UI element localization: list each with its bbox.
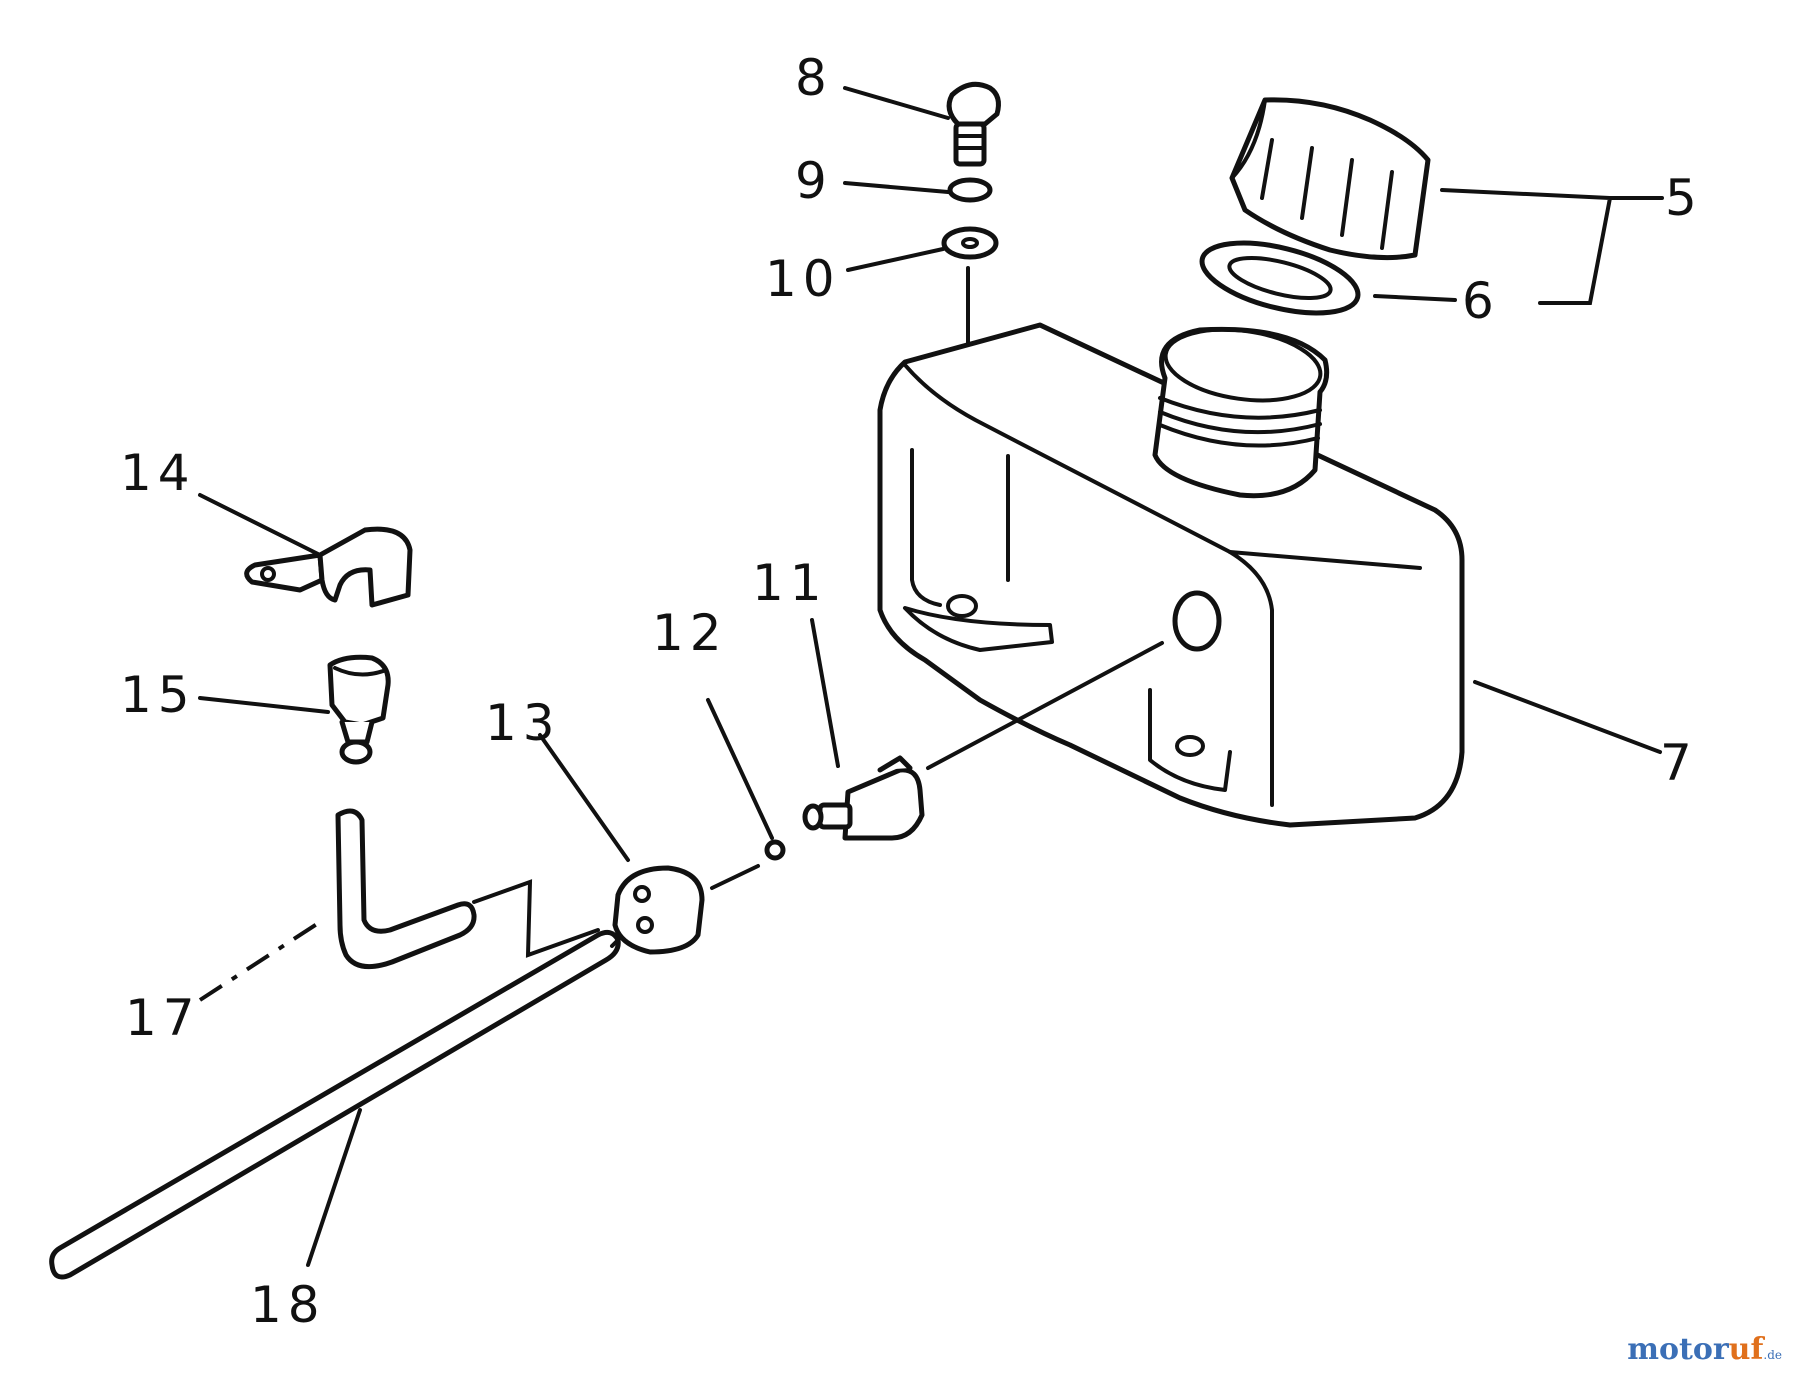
- callout-12: 12: [652, 604, 728, 662]
- leader-12: [706, 698, 774, 840]
- callout-15: 15: [120, 666, 196, 724]
- callout-6: 6: [1462, 272, 1500, 330]
- callout-7: 7: [1660, 734, 1698, 792]
- callout-5: 5: [1665, 169, 1703, 227]
- watermark-suffix: .de: [1763, 1348, 1782, 1362]
- callout-9: 9: [795, 152, 833, 210]
- callout-8: 8: [795, 49, 833, 107]
- callout-10: 10: [765, 250, 841, 308]
- part-15-fuel-filter: [327, 654, 391, 765]
- leader-14: [198, 493, 322, 557]
- leader-8: [843, 86, 950, 120]
- callout-13: 13: [485, 694, 561, 752]
- assembly-line-grommet: [710, 864, 760, 890]
- leader-18: [306, 1108, 362, 1267]
- leader-17: [198, 920, 322, 1002]
- part-8-screw: [946, 81, 1001, 167]
- part-5-cap: [1229, 97, 1431, 261]
- part-9-washer: [947, 177, 993, 203]
- leader-7: [1473, 680, 1662, 754]
- assembly-line-hose: [610, 938, 620, 948]
- leader-13: [538, 733, 630, 862]
- part-12-ball: [764, 839, 786, 861]
- part-6-gasket: [1199, 240, 1361, 316]
- leader-6: [1373, 294, 1457, 302]
- leader-10: [846, 247, 945, 272]
- part-13-grommet: [612, 865, 705, 955]
- leader-11: [810, 618, 840, 768]
- watermark-part-1: motor: [1627, 1332, 1729, 1367]
- part-14-clip: [244, 526, 413, 608]
- callout-18: 18: [250, 1276, 326, 1334]
- part-7-fuel-tank: [877, 322, 1465, 828]
- part-11-fuel-fitting: [802, 755, 925, 841]
- assembly-line-fitting: [926, 641, 1164, 770]
- part-10-washer: [941, 226, 999, 260]
- leader-15: [198, 696, 330, 714]
- callout-17: 17: [125, 989, 201, 1047]
- watermark-logo: motoruf.de: [1627, 1332, 1782, 1367]
- part-18-long-hose: [49, 929, 621, 1280]
- callout-11: 11: [752, 554, 828, 612]
- callout-14: 14: [120, 444, 196, 502]
- part-17-l-hose: [335, 808, 477, 970]
- leader-5-6: [1440, 188, 1664, 305]
- watermark-part-2: uf: [1728, 1332, 1764, 1367]
- hose-break-symbol: [472, 879, 600, 958]
- leader-9: [843, 181, 950, 194]
